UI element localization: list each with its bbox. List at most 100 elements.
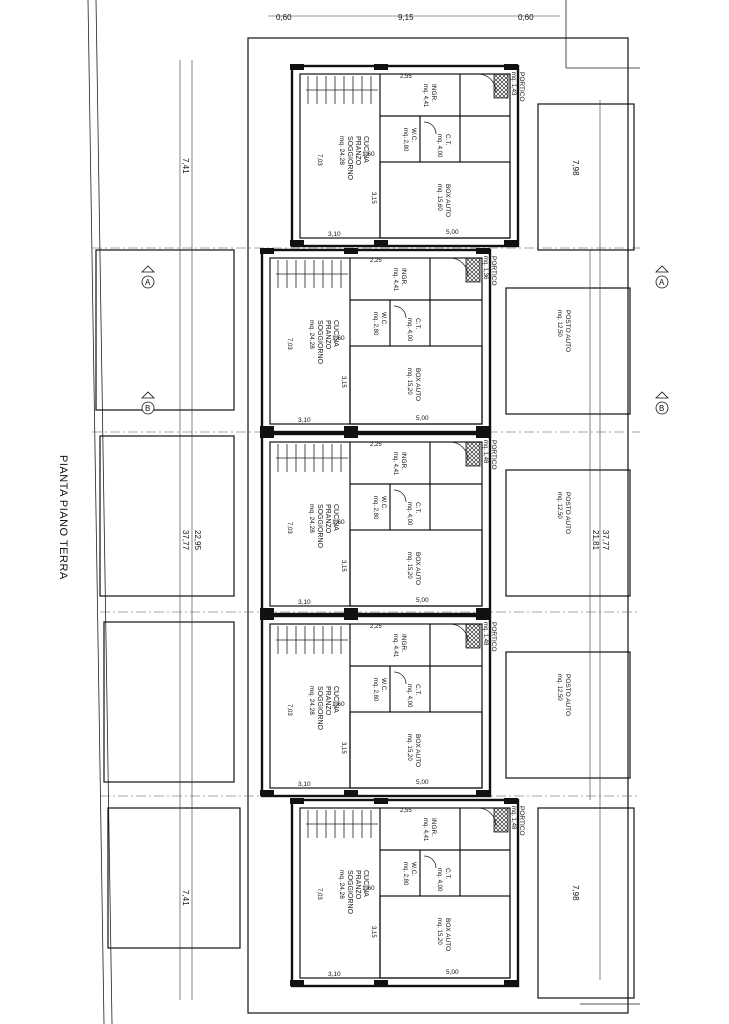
column [260, 614, 274, 620]
living-label: SOGGIORNO [346, 870, 353, 915]
column [504, 240, 518, 246]
boiler-room-area: mq. 4,00 [406, 684, 412, 708]
kitchen-label: CUCINA [362, 870, 369, 897]
end-length-bottom-left: 7,41 [181, 890, 190, 906]
garage-area: mq. 15,20 [406, 734, 412, 761]
dim-box: 5,00 [446, 229, 459, 236]
column [476, 608, 490, 614]
garage-area: mq. 15,20 [406, 552, 412, 579]
column [476, 790, 490, 796]
dim-side: 3,15 [340, 560, 346, 572]
boiler-room-area: mq. 4,00 [436, 868, 442, 892]
dim-depth: 7,03 [316, 154, 322, 166]
boiler-room-label: C.T. [414, 502, 421, 514]
garage-label: BOX AUTO [444, 918, 451, 951]
middle-length-left: 22,95 [193, 530, 202, 551]
stair [276, 444, 348, 472]
column [290, 240, 304, 246]
wc-label: W.C. [380, 312, 387, 326]
kitchen-area: mq. 24,28 [308, 504, 315, 533]
dim-box: 5,00 [446, 969, 459, 976]
porch-area: mq. 1,36 [482, 256, 488, 280]
section-label-a-right: A [659, 278, 665, 287]
section-label-a-left: A [145, 278, 151, 287]
boiler-room-label: C.T. [414, 318, 421, 330]
garage-label: BOX AUTO [444, 184, 451, 217]
column [260, 790, 274, 796]
dining-label: PRANZO [354, 136, 361, 166]
kitchen-label: CUCINA [332, 686, 339, 713]
wc-area: mq. 2,80 [372, 312, 378, 336]
entrance-area: mq. 4,41 [392, 268, 398, 292]
section-marker-a-right: A [655, 265, 669, 289]
entrance-area: mq. 4,41 [422, 84, 428, 108]
hatched-column [493, 807, 509, 833]
dining-label: PRANZO [324, 686, 331, 716]
column [260, 432, 274, 438]
dim-stair: 1,60 [362, 885, 375, 892]
top-dim-right: 0,60 [518, 13, 534, 22]
living-label: SOGGIORNO [316, 320, 323, 365]
parking-area: mq. 12,50 [556, 492, 562, 519]
door-swing [393, 305, 407, 319]
dim-depth: 7,03 [286, 338, 292, 350]
dim-width: 3,10 [298, 599, 311, 606]
porch-area: mq. 1,48 [482, 622, 488, 646]
porch-label: PORTICO [490, 622, 497, 652]
dim-stair: 1,60 [332, 335, 345, 342]
column [344, 432, 358, 438]
stair [306, 810, 378, 838]
door-swing [423, 855, 437, 869]
dim-depth: 7,03 [316, 888, 322, 900]
porch-area: mq. 1,43 [510, 72, 516, 96]
dim-small: 2,55 [400, 74, 412, 80]
wc-label: W.C. [380, 678, 387, 692]
dim-side: 3,15 [340, 376, 346, 388]
total-length-left: 37,77 [181, 530, 190, 551]
column [374, 798, 388, 804]
column [344, 790, 358, 796]
entrance-label: INGR. [430, 84, 437, 102]
column [344, 248, 358, 254]
section-label-b-right: B [659, 404, 664, 413]
dim-small: 2,25 [370, 624, 382, 630]
column [476, 614, 490, 620]
wc-area: mq. 2,80 [402, 128, 408, 152]
column [374, 64, 388, 70]
door-swing [449, 623, 469, 643]
porch-label: PORTICO [518, 72, 525, 102]
dim-width: 3,10 [328, 231, 341, 238]
dim-box: 5,00 [416, 779, 429, 786]
dining-label: PRANZO [324, 320, 331, 350]
parking-label: POSTO AUTO [564, 310, 571, 352]
column [344, 614, 358, 620]
stair [306, 76, 378, 104]
door-swing [477, 73, 497, 93]
kitchen-area: mq. 24,28 [338, 136, 345, 165]
end-length-top-right: 7,98 [571, 160, 580, 176]
column [290, 64, 304, 70]
parking-label: POSTO AUTO [564, 674, 571, 716]
dim-width: 3,10 [328, 971, 341, 978]
door-swing [393, 671, 407, 685]
porch-label: PORTICO [490, 440, 497, 470]
boiler-room-area: mq. 4,00 [406, 502, 412, 526]
column [344, 608, 358, 614]
stair [276, 626, 348, 654]
entrance-area: mq. 4,41 [392, 452, 398, 476]
garage-label: BOX AUTO [414, 552, 421, 585]
wc-label: W.C. [410, 128, 417, 142]
wc-label: W.C. [410, 862, 417, 876]
wc-area: mq. 2,80 [372, 678, 378, 702]
garage-label: BOX AUTO [414, 734, 421, 767]
dim-depth: 7,03 [286, 522, 292, 534]
site-boundaries [87, 0, 640, 1024]
column [504, 798, 518, 804]
column [290, 798, 304, 804]
column [344, 426, 358, 432]
porch-area: mq. 1,48 [482, 440, 488, 464]
